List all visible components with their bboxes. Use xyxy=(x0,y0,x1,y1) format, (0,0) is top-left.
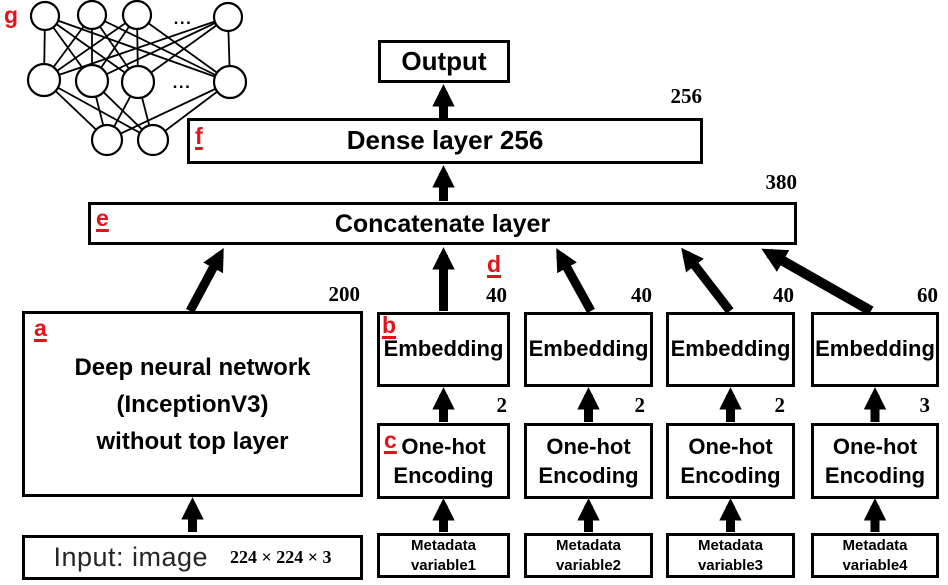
embedding-label: Embedding xyxy=(670,336,791,362)
neuron-node xyxy=(26,62,62,98)
embedding-box-3: Embedding xyxy=(666,312,795,387)
label-g: g xyxy=(4,2,19,28)
neural-network-sketch: ... ... xyxy=(26,0,248,157)
label-d: d xyxy=(487,251,502,277)
concatenate-layer-box: Concatenate layer xyxy=(88,202,797,245)
metadata-box-3: Metadata variable3 xyxy=(666,533,795,578)
output-box: Output xyxy=(378,40,510,83)
arrow-embedding2-to-concat xyxy=(556,248,595,314)
dim-onehot-1: 2 xyxy=(496,393,508,417)
onehot-box-2: One-hot Encoding xyxy=(524,423,653,499)
dnn-line-1: Deep neural network xyxy=(74,353,311,381)
dim-dense-output: 256 xyxy=(670,84,703,108)
sketch-nodes xyxy=(26,0,248,157)
label-a: a xyxy=(34,315,47,341)
metadata-box-2: Metadata variable2 xyxy=(524,533,653,578)
neuron-node xyxy=(212,1,244,33)
embedding-box-2: Embedding xyxy=(524,312,653,387)
label-b: b xyxy=(382,312,397,338)
neuron-node xyxy=(212,64,248,100)
concatenate-layer-label: Concatenate layer xyxy=(334,209,551,238)
input-image-shape: 224 × 224 × 3 xyxy=(230,546,332,567)
onehot-label: One-hot Encoding xyxy=(393,434,494,488)
metadata-box-1: Metadata variable1 xyxy=(377,533,510,578)
input-image-box: Input: image 224 × 224 × 3 xyxy=(22,535,363,580)
label-c: c xyxy=(384,427,397,453)
neuron-node xyxy=(74,63,110,99)
embedding-box-4: Embedding xyxy=(811,312,939,387)
label-f: f xyxy=(195,123,203,149)
dense-layer-label: Dense layer 256 xyxy=(346,125,544,156)
metadata-label: Metadata variable3 xyxy=(697,536,764,574)
sketch-ellipsis-top: ... xyxy=(174,9,193,28)
dim-embedding-3: 40 xyxy=(773,283,794,307)
metadata-box-4: Metadata variable4 xyxy=(811,533,939,578)
onehot-label: One-hot Encoding xyxy=(680,434,781,488)
embedding-label: Embedding xyxy=(383,336,504,362)
dim-embedding-2: 40 xyxy=(631,283,652,307)
dnn-line-2: (InceptionV3) xyxy=(116,390,269,418)
onehot-label: One-hot Encoding xyxy=(824,434,926,488)
neuron-node xyxy=(90,123,124,157)
dim-onehot-3: 2 xyxy=(774,393,786,417)
onehot-label: One-hot Encoding xyxy=(538,434,639,488)
onehot-box-1: One-hot Encoding xyxy=(377,423,510,499)
output-label: Output xyxy=(401,45,487,76)
dnn-line-3: without top layer xyxy=(96,427,289,455)
dim-embedding-1: 40 xyxy=(486,283,507,307)
label-e: e xyxy=(96,205,109,231)
neuron-node xyxy=(29,0,61,32)
onehot-box-4: One-hot Encoding xyxy=(811,423,939,499)
dim-dnn-output: 200 xyxy=(328,282,361,306)
neuron-node xyxy=(76,0,108,31)
dim-onehot-4: 3 xyxy=(919,393,931,417)
neuron-node xyxy=(121,0,153,31)
neuron-node xyxy=(136,123,170,157)
dim-onehot-2: 2 xyxy=(634,393,646,417)
sketch-ellipsis-middle: ... xyxy=(173,73,192,92)
dim-embedding-4: 60 xyxy=(917,283,938,307)
input-image-label: Input: image xyxy=(53,542,209,573)
onehot-box-3: One-hot Encoding xyxy=(666,423,795,499)
embedding-label: Embedding xyxy=(528,336,649,362)
dim-concat-output: 380 xyxy=(765,170,798,194)
embedding-label: Embedding xyxy=(815,336,935,362)
dense-layer-box: Dense layer 256 xyxy=(187,118,703,164)
embedding-box-1: Embedding xyxy=(377,312,510,387)
neuron-node xyxy=(120,64,156,100)
metadata-label: Metadata variable2 xyxy=(555,536,622,574)
arrow-dnn-to-concat xyxy=(186,248,224,314)
arrow-embedding4-to-concat xyxy=(761,248,874,316)
metadata-label: Metadata variable4 xyxy=(842,536,908,574)
metadata-label: Metadata variable1 xyxy=(410,536,477,574)
dnn-box: Deep neural network (InceptionV3) withou… xyxy=(22,311,363,497)
arrow-embedding3-to-concat xyxy=(681,247,734,314)
